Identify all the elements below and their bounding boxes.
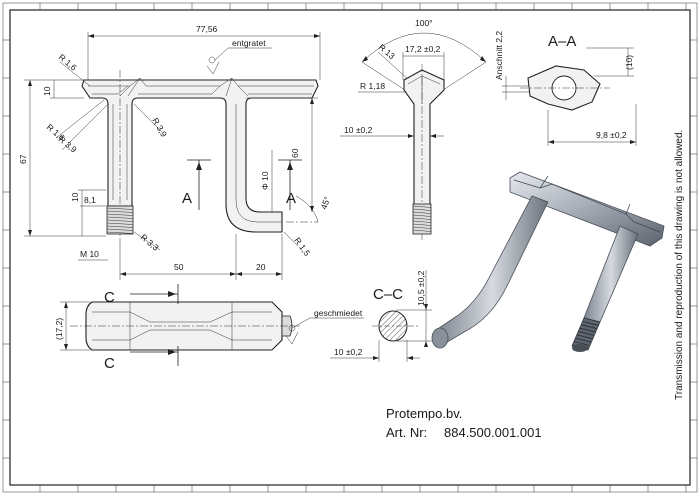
- dim-offset-20: 20: [256, 262, 266, 272]
- section-a-right: A: [286, 190, 296, 207]
- dim-nine-eight: 9,8 ±0,2: [596, 130, 627, 140]
- dim-r39-left: R 3,9: [57, 134, 79, 155]
- dim-r33: R 3,3: [139, 232, 161, 253]
- front-view: 77,56 entgratet 67 10: [18, 24, 332, 280]
- dim-chamfer: 45°: [318, 195, 332, 211]
- article-label: Art. Nr:: [386, 425, 427, 440]
- dim-phi-10: Φ 10: [260, 171, 270, 190]
- iso-render: [431, 171, 665, 352]
- dim-sixty: 60: [290, 148, 300, 158]
- company-name: Protempo.bv.: [386, 406, 462, 421]
- dim-r118: R 1,18: [360, 81, 385, 91]
- article-number: 884.500.001.001: [444, 425, 542, 440]
- dim-width-172: 17,2 ±0,2: [405, 44, 441, 54]
- dim-pitch-50: 50: [174, 262, 184, 272]
- dim-r13: R 13: [377, 42, 397, 61]
- dim-overall-width: 77,56: [196, 24, 218, 34]
- dim-r39-right: R 3,9: [150, 116, 169, 139]
- section-a-a: A–A Anschnitt 2,2 (10) 9,8 ±0,2: [494, 31, 637, 146]
- copyright-notice: Transmission and reproduction of this dr…: [674, 130, 685, 400]
- dim-ten-paren: (10): [624, 55, 634, 70]
- dim-flange-10: 10: [42, 86, 52, 96]
- dim-thread-len: 8,1: [84, 195, 96, 205]
- section-aa-title: A–A: [548, 33, 576, 50]
- section-c-top: C: [104, 289, 115, 306]
- top-view: (17,2) geschmiedet C C: [54, 284, 364, 372]
- dim-ten-low: 10: [70, 192, 80, 202]
- side-view: 100° 17,2 ±0,2 R 13 R 1,18 10 ±0,2: [340, 18, 487, 240]
- dim-top-height: (17,2): [54, 318, 64, 340]
- section-c-c: C–C 10,5 ±0,2 10 ±0,2: [330, 270, 432, 362]
- dim-angle-100: 100°: [415, 18, 433, 28]
- dim-cut: Anschnitt 2,2: [494, 31, 504, 80]
- section-c-bottom: C: [104, 355, 115, 372]
- dim-thread-m10: M 10: [80, 249, 99, 259]
- dim-cc-height: 10,5 ±0,2: [416, 270, 426, 306]
- dim-height-67: 67: [18, 154, 28, 164]
- dim-cc-width: 10 ±0,2: [334, 347, 363, 357]
- note-forged: geschmiedet: [314, 308, 363, 318]
- section-a-left: A: [182, 190, 192, 207]
- dim-shank-10: 10 ±0,2: [344, 125, 373, 135]
- dim-r15: R 1,5: [292, 235, 312, 258]
- note-deburred: entgratet: [232, 38, 266, 48]
- dim-r16-top: R 1,6: [57, 52, 79, 73]
- section-cc-title: C–C: [373, 286, 403, 303]
